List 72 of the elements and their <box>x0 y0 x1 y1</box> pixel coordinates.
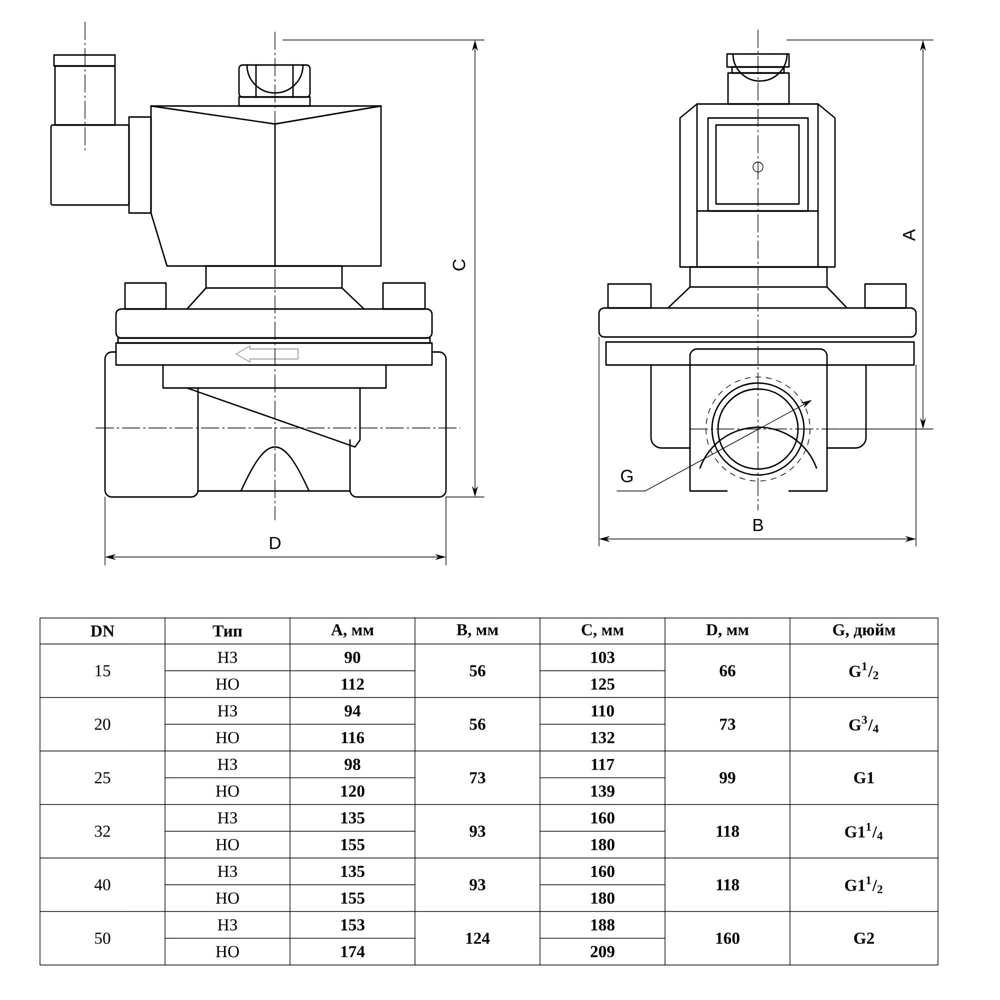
table-entry: 73 <box>470 772 486 784</box>
table-entry: НО <box>216 839 239 850</box>
table-entry: 25 <box>94 772 110 784</box>
table-entry: 93 <box>470 879 486 890</box>
table-entry: 66 <box>720 665 736 676</box>
table-entry: 180 <box>591 892 614 904</box>
table-entry: 188 <box>591 919 614 931</box>
table-entry: 125 <box>591 678 614 690</box>
table-entry: G1$^{1}$/$_{4}$ <box>845 822 883 840</box>
table-entry: 15 <box>96 665 110 676</box>
table-entry: 93 <box>470 826 486 837</box>
table-entry: 155 <box>341 892 364 904</box>
column-header: Тип <box>212 626 242 636</box>
table-entry: 103 <box>591 652 614 664</box>
table-entry: НЗ <box>218 652 237 663</box>
table-entry: 132 <box>591 732 614 744</box>
table-entry: 116 <box>342 732 364 744</box>
table-entry: 94 <box>344 705 361 716</box>
table-entry: 160 <box>591 812 614 824</box>
column-header: B, мм <box>456 624 498 638</box>
table-entry: 209 <box>590 946 614 958</box>
table-entry: НЗ <box>218 812 237 824</box>
table-entry: 73 <box>720 718 736 730</box>
table-entry: 135 <box>341 866 364 877</box>
table-entry: 50 <box>95 932 110 944</box>
table-entry: G2 <box>854 932 874 944</box>
table-entry: НЗ <box>218 705 237 716</box>
table-entry: 118 <box>716 879 740 890</box>
column-header: D, мм <box>706 624 749 638</box>
table-entry: НО <box>216 678 239 690</box>
table-entry: НЗ <box>218 866 237 877</box>
column-header: DN <box>90 626 114 636</box>
table-entry: 56 <box>470 665 486 676</box>
table-entry: НЗ <box>218 919 237 930</box>
table-entry: 99 <box>720 772 736 784</box>
table-entry: G$^{3}$/$_{4}$ <box>849 716 878 733</box>
table-entry: 120 <box>341 786 364 797</box>
table-entry: 112 <box>342 678 364 690</box>
column-header: C, мм <box>582 624 624 638</box>
table-entry: НО <box>216 892 239 904</box>
table-entry: 124 <box>466 932 490 944</box>
table-entry: 32 <box>94 826 110 837</box>
table-entry: 40 <box>94 879 110 890</box>
table-entry: 180 <box>591 839 614 850</box>
table-entry: 110 <box>592 705 614 717</box>
column-header: A, мм <box>331 624 374 638</box>
table-entry: НО <box>216 946 239 958</box>
table-entry: G1 <box>854 772 874 784</box>
table-entry: 160 <box>591 866 614 878</box>
dimension-label: D <box>270 536 280 550</box>
dimension-label: C <box>452 259 466 270</box>
table-entry: НО <box>216 732 239 744</box>
table-entry: G1$^{1}$/$_{2}$ <box>845 876 882 894</box>
table-entry: 90 <box>344 652 360 664</box>
table-entry: G$^{1}$/$_{2}$ <box>849 662 878 680</box>
table-entry: НЗ <box>218 758 237 770</box>
table-entry: 174 <box>341 946 365 958</box>
dimension-label: A <box>902 229 916 241</box>
dimension-label: G <box>621 470 633 482</box>
table-entry: 117 <box>592 758 614 770</box>
table-entry: НО <box>216 786 239 797</box>
table-entry: 135 <box>341 812 364 824</box>
dimension-label: B <box>754 518 763 532</box>
table-entry: 98 <box>344 758 360 770</box>
table-entry: 160 <box>716 932 740 944</box>
table-entry: 153 <box>341 919 364 930</box>
table-entry: 139 <box>591 786 614 797</box>
table-entry: 56 <box>470 718 486 730</box>
table-entry: 155 <box>341 839 364 850</box>
table-entry: 118 <box>716 826 740 837</box>
table-entry: 20 <box>94 718 110 730</box>
column-header: G, дюйм <box>833 624 896 638</box>
